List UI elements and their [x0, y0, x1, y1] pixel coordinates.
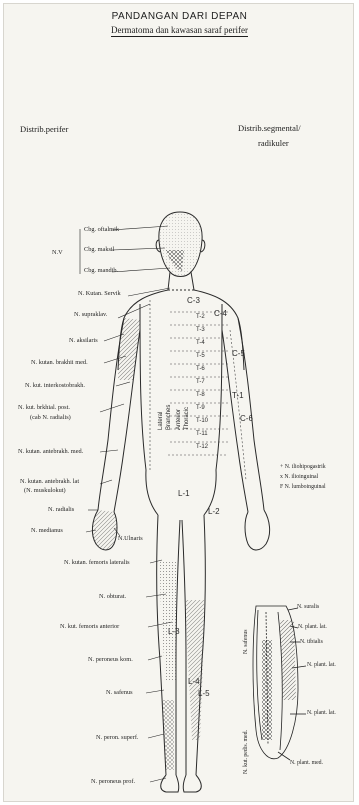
label-n-safenus: N. safenus — [106, 690, 133, 696]
segment-l5: L-5 — [198, 690, 210, 698]
label-n-radialis: N. radialis — [48, 507, 74, 513]
nv-label: N.V — [52, 250, 63, 256]
foot-label-plant-lat-3: N. plant. lat. — [307, 711, 336, 717]
label-n-peroneus-kom: N. peroneus kom. — [88, 657, 133, 663]
segment-t6: T-6 — [196, 366, 205, 372]
segment-c3: C-3 — [187, 297, 200, 305]
trunk-text-lateral: Lateral — [158, 412, 164, 430]
label-cbg-oftalmik: Cbg. oftalmik — [84, 227, 119, 233]
segment-l1: L-1 — [178, 490, 190, 498]
segment-t4: T-4 — [196, 340, 205, 346]
left-foot — [161, 775, 179, 792]
label-cab-n-radialis: (cab N. radialis) — [30, 415, 71, 421]
segment-t8: T-8 — [196, 392, 205, 398]
segment-t3: T-3 — [196, 327, 205, 333]
label-n-aksilaris: N. aksilaris — [69, 338, 98, 344]
label-n-kutan-femoris-lateralis: N. kutan. femoris lateralis — [64, 560, 130, 566]
segment-l2: L-2 — [208, 508, 220, 516]
segment-l4: L-4 — [188, 678, 200, 686]
label-n-kutan-servik: N. Kutan. Servik — [78, 291, 121, 297]
foot-label-tibialis: N. tibialis — [300, 640, 323, 646]
legend-ilioinguinal: x N. ilioinguinal — [280, 475, 318, 481]
segment-t10: T-10 — [196, 418, 208, 424]
label-n-kut-interkostobrakh: N. kut. interkostobrakh. — [25, 383, 85, 389]
left-hand — [92, 510, 117, 550]
trunk-text-thoracic: Thoracic — [184, 407, 190, 430]
trunk-text-branches: Branches — [166, 405, 172, 430]
segment-t11: T-11 — [196, 431, 208, 437]
segment-t12: T-12 — [196, 444, 208, 450]
label-n-kutan-antebrakh-med: N. kutan. antebrakh. med. — [18, 449, 83, 455]
legend-lumboinguinal: F N. lumboinguinal — [280, 485, 326, 491]
label-n-kutan-brakhii-med: N. kutan. brakhii med. — [31, 360, 88, 366]
label-n-kutan-antebrakh-lat: N. kutan. antebrakh. lat — [20, 479, 79, 485]
legend-iliohipogastrik: + N. iliohipogastrik — [280, 465, 326, 471]
label-cbg-mandib: Cbg. mandib. — [84, 268, 118, 274]
label-n-kut-brkhial-post: N. kut. brkhial. post. — [18, 405, 70, 411]
foot-label-suralis: N. suralis — [297, 605, 319, 611]
label-n-ulnaris: N.Ulnaris — [118, 536, 143, 542]
label-n-supraklav: N. supraklav. — [74, 312, 107, 318]
label-n-peroneus-prof: N. peroneus prof. — [91, 779, 135, 785]
label-n-muskulokut: (N. muskulokut) — [24, 488, 66, 494]
foot-label-plant-med: N. plant. med. — [290, 761, 323, 767]
segment-t7: T-7 — [196, 379, 205, 385]
right-hand — [245, 510, 270, 550]
segment-t1: T-1 — [232, 392, 244, 400]
segment-t9: T-9 — [196, 405, 205, 411]
label-cbg-maksil: Cbg. maksil — [84, 247, 114, 253]
foot-label-kut-pedis-med: N. kut. pedis. med. — [244, 730, 250, 774]
label-n-medianus: N. medianus — [31, 528, 63, 534]
foot-label-plant-lat-1: N. plant. lat. — [298, 625, 327, 631]
label-n-kut-femoris-anterior: N. kut. femoris anterior — [60, 624, 119, 630]
segment-c6: C-6 — [240, 415, 253, 423]
segment-c5: C-5 — [232, 350, 245, 358]
segment-t2: T-2 — [196, 314, 205, 320]
label-n-peron-superf: N. peron. superf. — [96, 735, 139, 741]
foot-label-plant-lat-2: N. plant. lat. — [307, 663, 336, 669]
right-foot — [183, 775, 201, 792]
trunk-text-anterior: Anterior — [176, 409, 182, 430]
label-n-obturat: N. obturat. — [99, 594, 126, 600]
segment-t5: T-5 — [196, 353, 205, 359]
segment-c4: C-4 — [214, 310, 227, 318]
segment-l3: L-3 — [168, 628, 180, 636]
foot-label-safenus: N. safenus — [244, 630, 250, 654]
